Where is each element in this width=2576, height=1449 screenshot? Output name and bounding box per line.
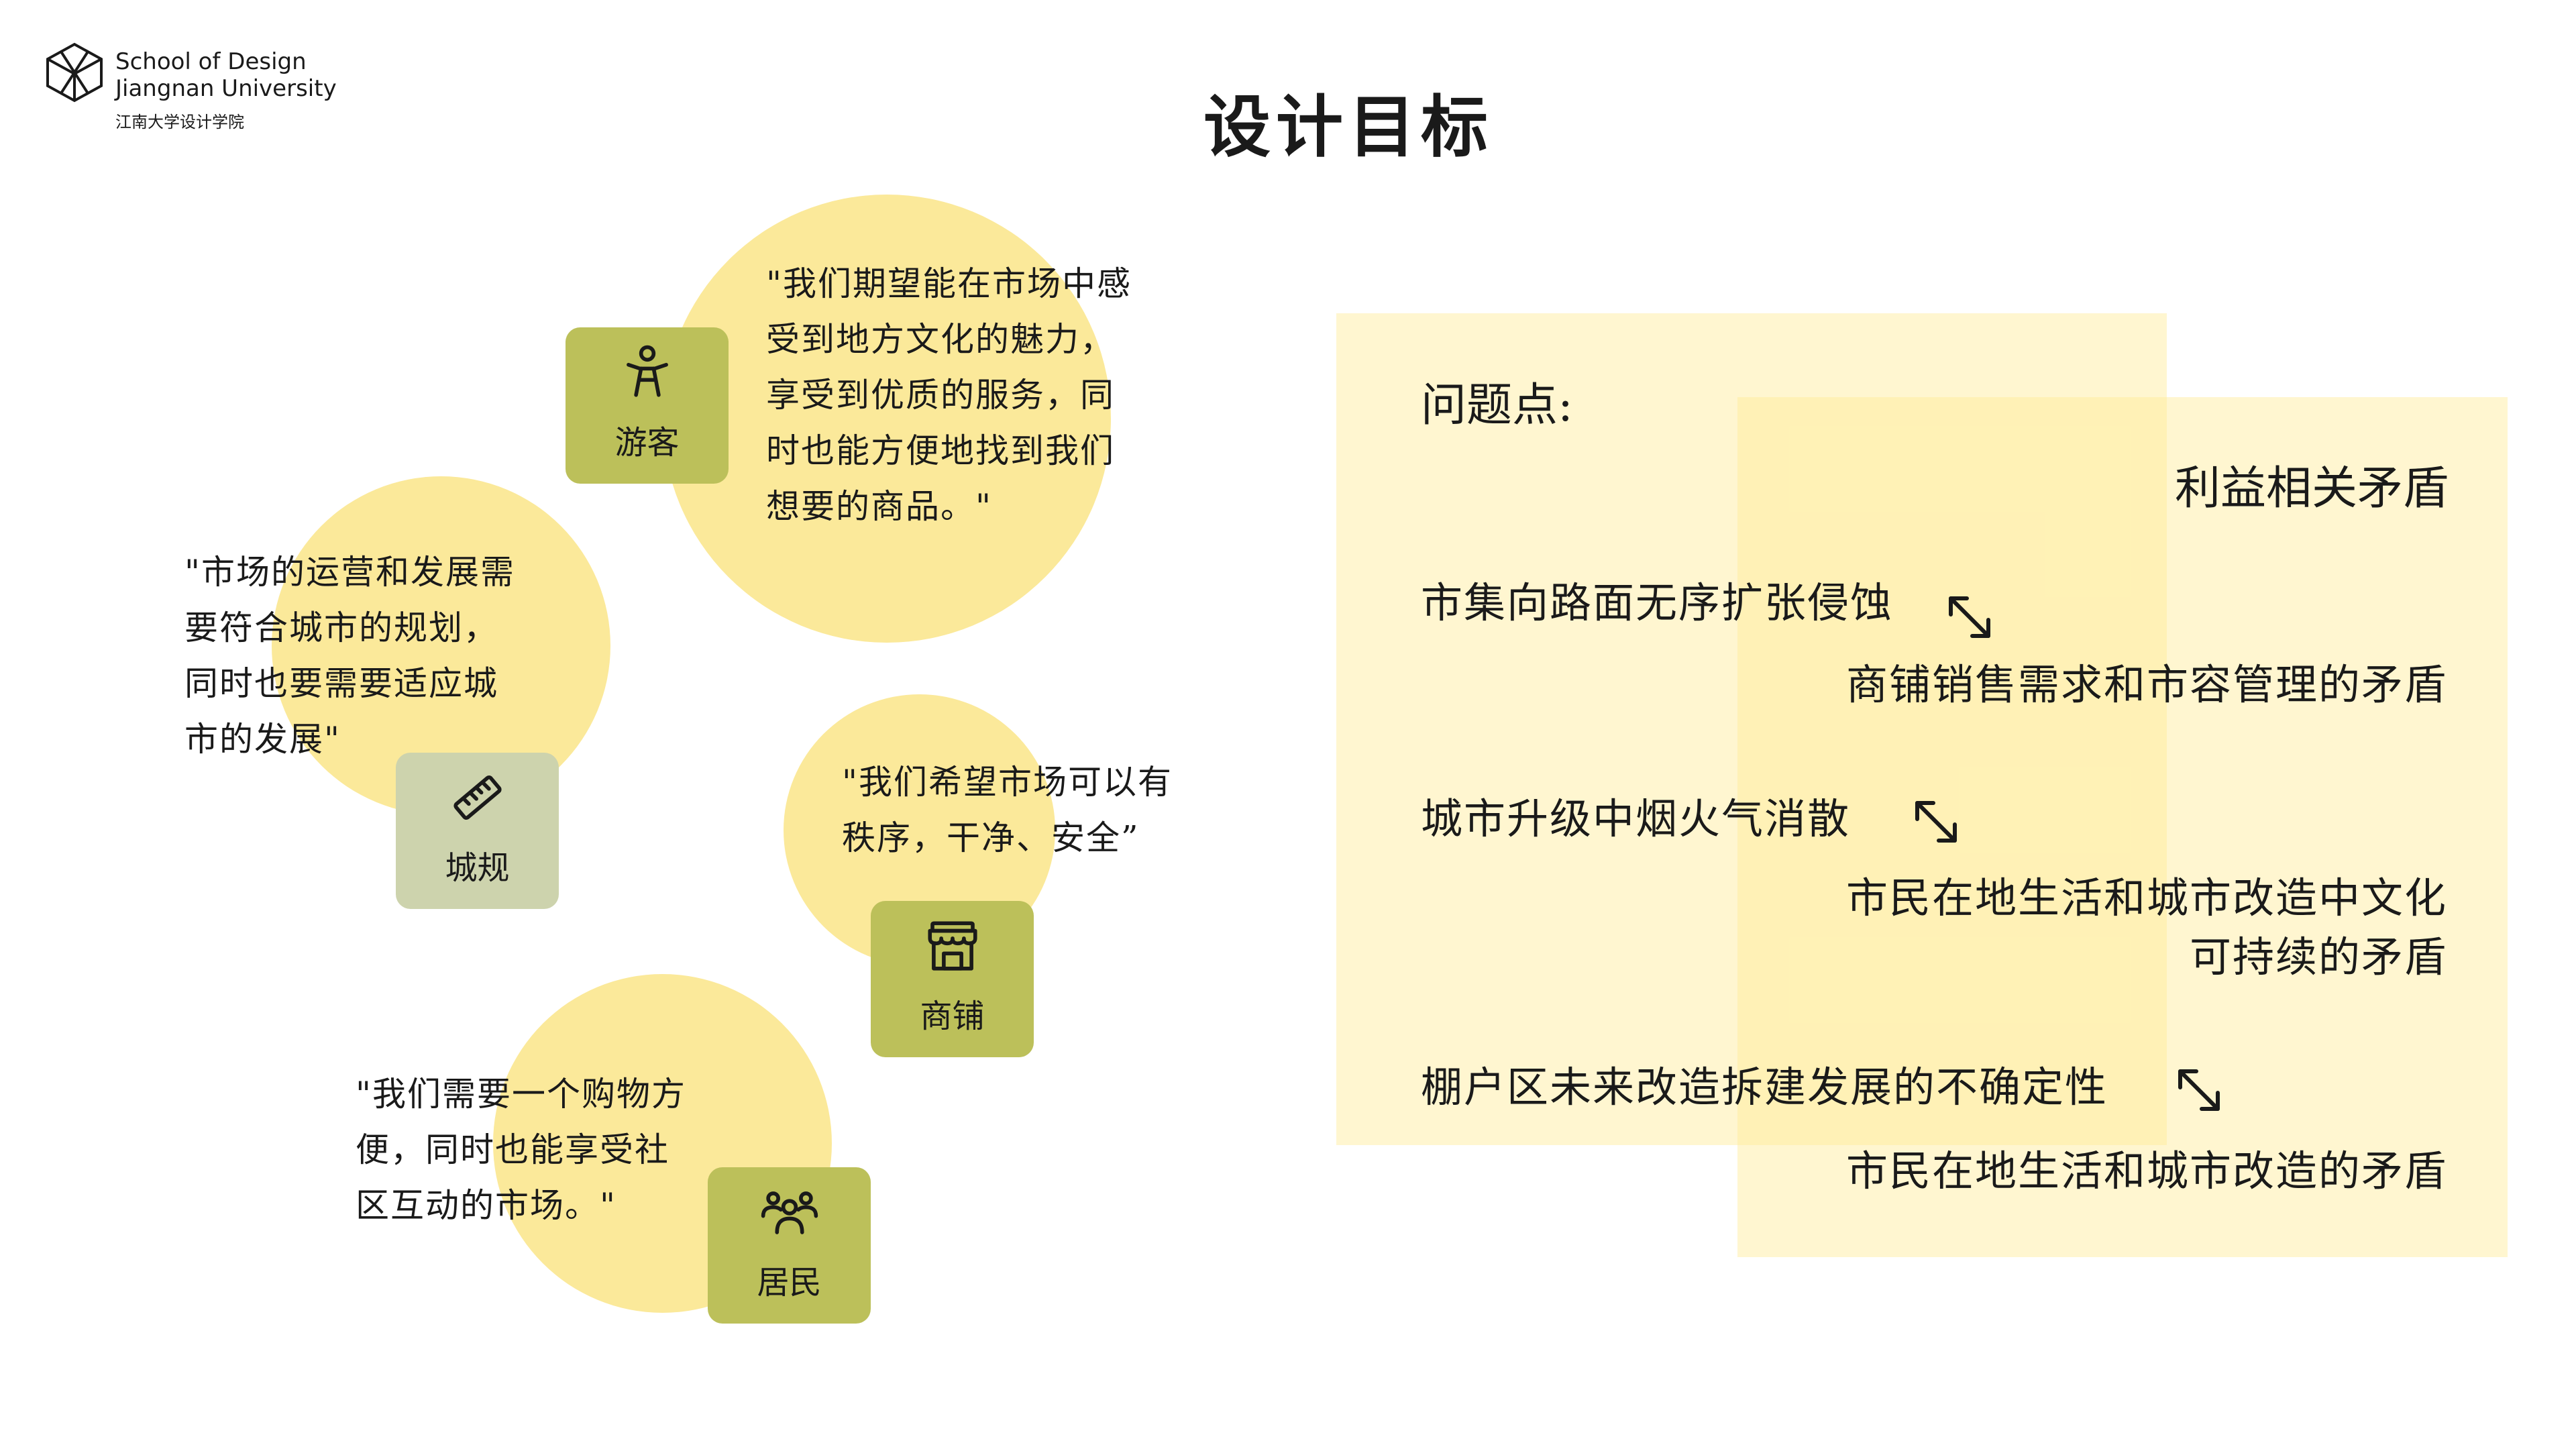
card-planning: 城规 (396, 753, 559, 909)
ruler-icon (453, 775, 502, 820)
group-icon (761, 1191, 818, 1234)
card-label-tourist: 游客 (614, 424, 680, 462)
card-label-planning: 城规 (445, 849, 510, 887)
double-arrow-icon (2178, 1069, 2220, 1111)
resident-quote: "我们需要一个购物方 便，同时也能享受社 区互动的市场。" (356, 1075, 686, 1225)
page-title: 设计目标 (1203, 87, 1493, 166)
cube-logo-icon (46, 42, 103, 103)
conflict-3: 市民在地生活和城市改造的矛盾 (1845, 1146, 2447, 1195)
school-logo: School of Design Jiangnan University 江南大… (44, 42, 352, 136)
planning-quote: "市场的运营和发展需 要符合城市的规划， 同时也要需要适应城 市的发展" (184, 553, 515, 759)
issues-panel-front (1737, 397, 2508, 1257)
issues-subheading: 利益相关矛盾 (2174, 462, 2449, 515)
storefront-icon (927, 921, 977, 971)
logo-text-english-1: School of Design (115, 48, 307, 75)
tourist-circle (663, 195, 1111, 643)
problem-3: 棚户区未来改造拆建发展的不确定性 (1421, 1063, 2108, 1112)
card-label-resident: 居民 (757, 1264, 822, 1301)
problem-2: 城市升级中烟火气消散 (1421, 794, 1851, 843)
tourist-quote: "我们期望能在市场中感 受到地方文化的魅力， 享受到优质的服务，同 时也能方便地… (766, 264, 1132, 526)
card-resident: 居民 (708, 1167, 871, 1324)
double-arrow-icon (1915, 801, 1957, 843)
problem-1: 市集向路面无序扩张侵蚀 (1421, 578, 1894, 627)
double-arrow-icon (1949, 596, 1990, 638)
conflict-2: 市民在地生活和城市改造中文化 可持续的矛盾 (1845, 873, 2447, 981)
conflict-1: 商铺销售需求和市容管理的矛盾 (1845, 660, 2447, 709)
issues-heading: 问题点: (1421, 379, 1573, 432)
issues-panel-back (1336, 313, 2167, 1145)
card-tourist: 游客 (566, 327, 729, 484)
card-shop: 商铺 (871, 901, 1034, 1057)
card-label-shop: 商铺 (920, 998, 985, 1035)
person-icon (626, 345, 668, 397)
shop-quote: "我们希望市场可以有 秩序，干净、安全” (842, 763, 1173, 857)
logo-text-chinese: 江南大学设计学院 (115, 113, 244, 131)
logo-text-english-2: Jiangnan University (115, 75, 337, 102)
